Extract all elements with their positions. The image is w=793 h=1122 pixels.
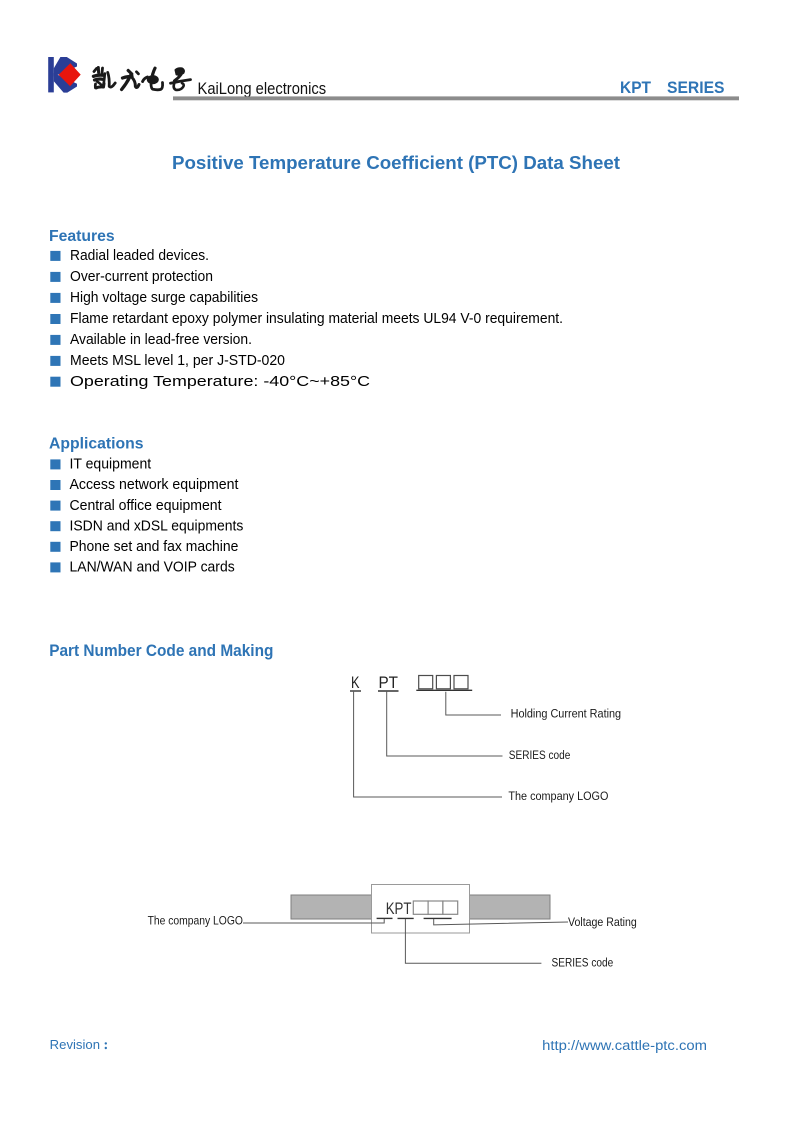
svg-text:Holding Current Rating: Holding Current Rating (511, 707, 622, 721)
svg-text:Access network equipment: Access network equipment (70, 476, 240, 493)
svg-text:IT equipment: IT equipment (70, 456, 152, 473)
svg-text:LAN/WAN and VOIP cards: LAN/WAN and VOIP cards (70, 559, 235, 576)
svg-text:http://www.cattle-ptc.com: http://www.cattle-ptc.com (542, 1038, 707, 1053)
svg-text:Available in lead-free version: Available in lead-free version. (70, 331, 252, 348)
svg-text:KaiLong electronics: KaiLong electronics (198, 79, 327, 98)
svg-text:The company LOGO: The company LOGO (508, 789, 608, 803)
svg-text:Central office equipment: Central office equipment (70, 497, 223, 514)
svg-text:High voltage surge capabilitie: High voltage surge capabilities (70, 289, 258, 306)
svg-text:Features: Features (49, 228, 115, 245)
svg-text:Operating Temperature: -40°C~+: Operating Temperature: -40°C~+85°C (70, 373, 370, 390)
svg-text:PT: PT (379, 674, 399, 692)
svg-text:Voltage Rating: Voltage Rating (568, 915, 637, 929)
svg-text:SERIES: SERIES (667, 79, 725, 97)
svg-text:Positive Temperature Coefficie: Positive Temperature Coefficient (PTC) D… (172, 153, 621, 174)
svg-text:KPT: KPT (620, 79, 651, 97)
svg-text:Meets MSL level 1, per J-STD-0: Meets MSL level 1, per J-STD-020 (70, 352, 285, 369)
svg-text:Flame retardant epoxy polymer: Flame retardant epoxy polymer insulating… (70, 310, 563, 327)
svg-text:The company LOGO: The company LOGO (148, 914, 244, 928)
svg-text:Revision: Revision (50, 1037, 100, 1052)
svg-text:Over-current protection: Over-current protection (70, 268, 213, 285)
svg-text:Applications: Applications (49, 436, 144, 453)
svg-text:Part Number Code and Making: Part Number Code and Making (49, 641, 273, 660)
svg-text:SERIES code: SERIES code (509, 748, 571, 762)
svg-text:KPT: KPT (386, 899, 412, 918)
svg-text:Radial leaded devices.: Radial leaded devices. (70, 247, 209, 264)
svg-text:Phone set and fax machine: Phone set and fax machine (70, 538, 239, 555)
svg-text:ISDN and xDSL equipments: ISDN and xDSL equipments (70, 517, 244, 534)
svg-text:K: K (351, 674, 360, 692)
svg-text:SERIES code: SERIES code (552, 955, 614, 969)
